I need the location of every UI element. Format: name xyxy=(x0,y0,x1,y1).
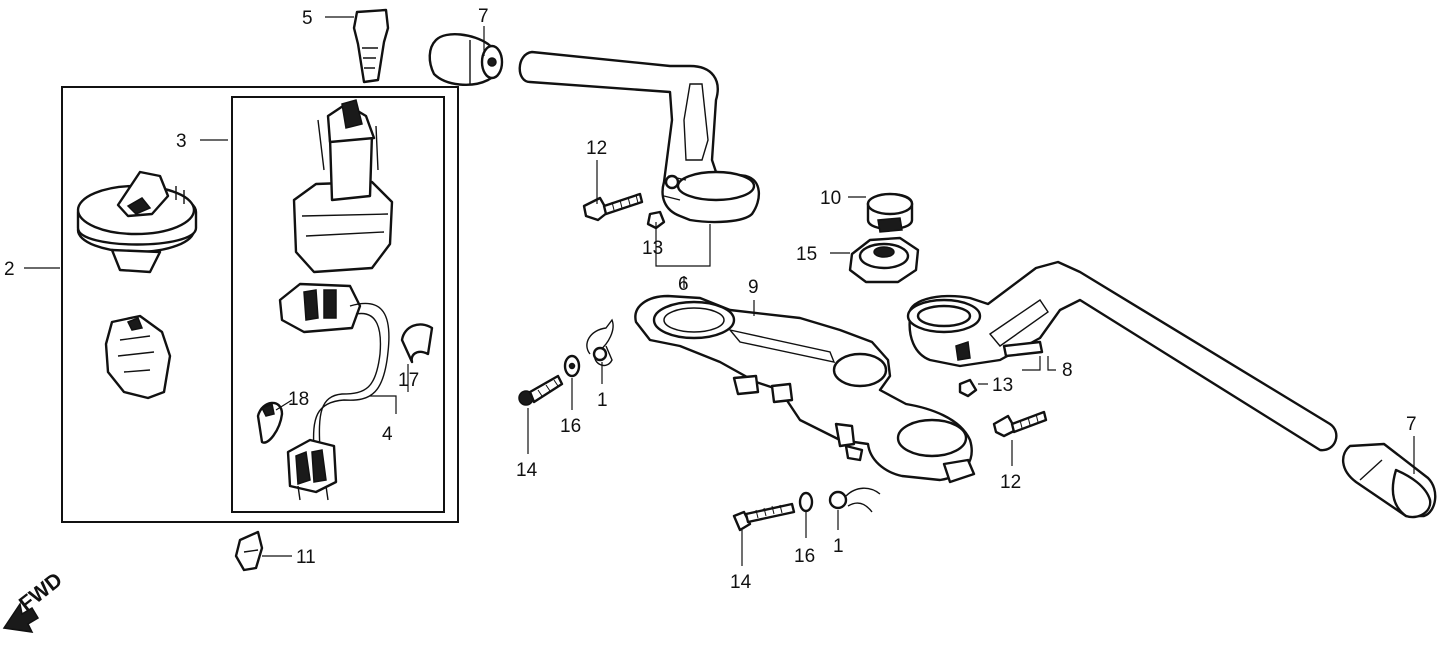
right-handlebar xyxy=(906,260,1338,452)
clip-18 xyxy=(256,401,284,444)
outer-group-frame xyxy=(61,86,459,523)
callout-18: 18 xyxy=(288,389,309,410)
inner-group-frame xyxy=(231,96,445,513)
callout-2: 2 xyxy=(4,259,15,280)
nut-13-right xyxy=(958,378,978,398)
callout-5: 5 xyxy=(302,8,313,29)
bolt-14-left xyxy=(518,374,564,406)
fwd-label: FWD xyxy=(15,568,67,616)
callout-17: 17 xyxy=(398,370,419,391)
callout-13-right: 13 xyxy=(992,375,1013,396)
washer-16-left xyxy=(563,354,581,378)
callout-4: 4 xyxy=(382,424,393,445)
callout-7-right: 7 xyxy=(1406,414,1417,435)
clip-17 xyxy=(400,323,434,364)
pin-1-left xyxy=(586,318,614,367)
callout-15: 15 xyxy=(796,244,817,265)
callout-9: 9 xyxy=(748,277,759,298)
stem-cap xyxy=(866,192,914,233)
callout-7-top: 7 xyxy=(478,6,489,27)
switch-harness xyxy=(278,282,390,501)
grip-end-right xyxy=(1342,442,1437,519)
top-bridge xyxy=(634,294,976,484)
washer-16-right xyxy=(798,491,814,513)
callout-1-right: 1 xyxy=(833,536,844,557)
callout-8: 8 xyxy=(1062,360,1073,381)
callout-16-left: 16 xyxy=(560,416,581,437)
callout-16-right: 16 xyxy=(794,546,815,567)
stem-nut xyxy=(848,236,920,284)
lock-cap xyxy=(76,170,198,274)
pin-1-right xyxy=(828,487,881,513)
callout-14-left: 14 xyxy=(516,460,538,481)
nut-13-left xyxy=(646,210,666,230)
callout-12-left: 12 xyxy=(586,138,607,159)
left-handlebar xyxy=(518,50,760,224)
bolt-12-left xyxy=(582,192,644,222)
key xyxy=(352,8,390,84)
callout-1-left: 1 xyxy=(597,390,608,411)
leader-lines xyxy=(24,16,1415,566)
switch-base xyxy=(104,314,172,400)
screw-11 xyxy=(234,530,264,572)
ignition-switch-body xyxy=(292,99,394,274)
callout-12-right: 12 xyxy=(1000,472,1021,493)
callout-14-right: 14 xyxy=(730,572,752,593)
grip-end-top xyxy=(428,33,504,86)
bolt-14-right xyxy=(732,502,796,532)
callout-11: 11 xyxy=(296,547,316,568)
callout-10: 10 xyxy=(820,188,841,209)
fwd-arrow-icon xyxy=(2,602,40,633)
bolt-12-right xyxy=(992,410,1048,438)
callout-3: 3 xyxy=(176,131,187,152)
callout-6: 6 xyxy=(678,274,689,295)
callout-13-left: 13 xyxy=(642,238,663,259)
